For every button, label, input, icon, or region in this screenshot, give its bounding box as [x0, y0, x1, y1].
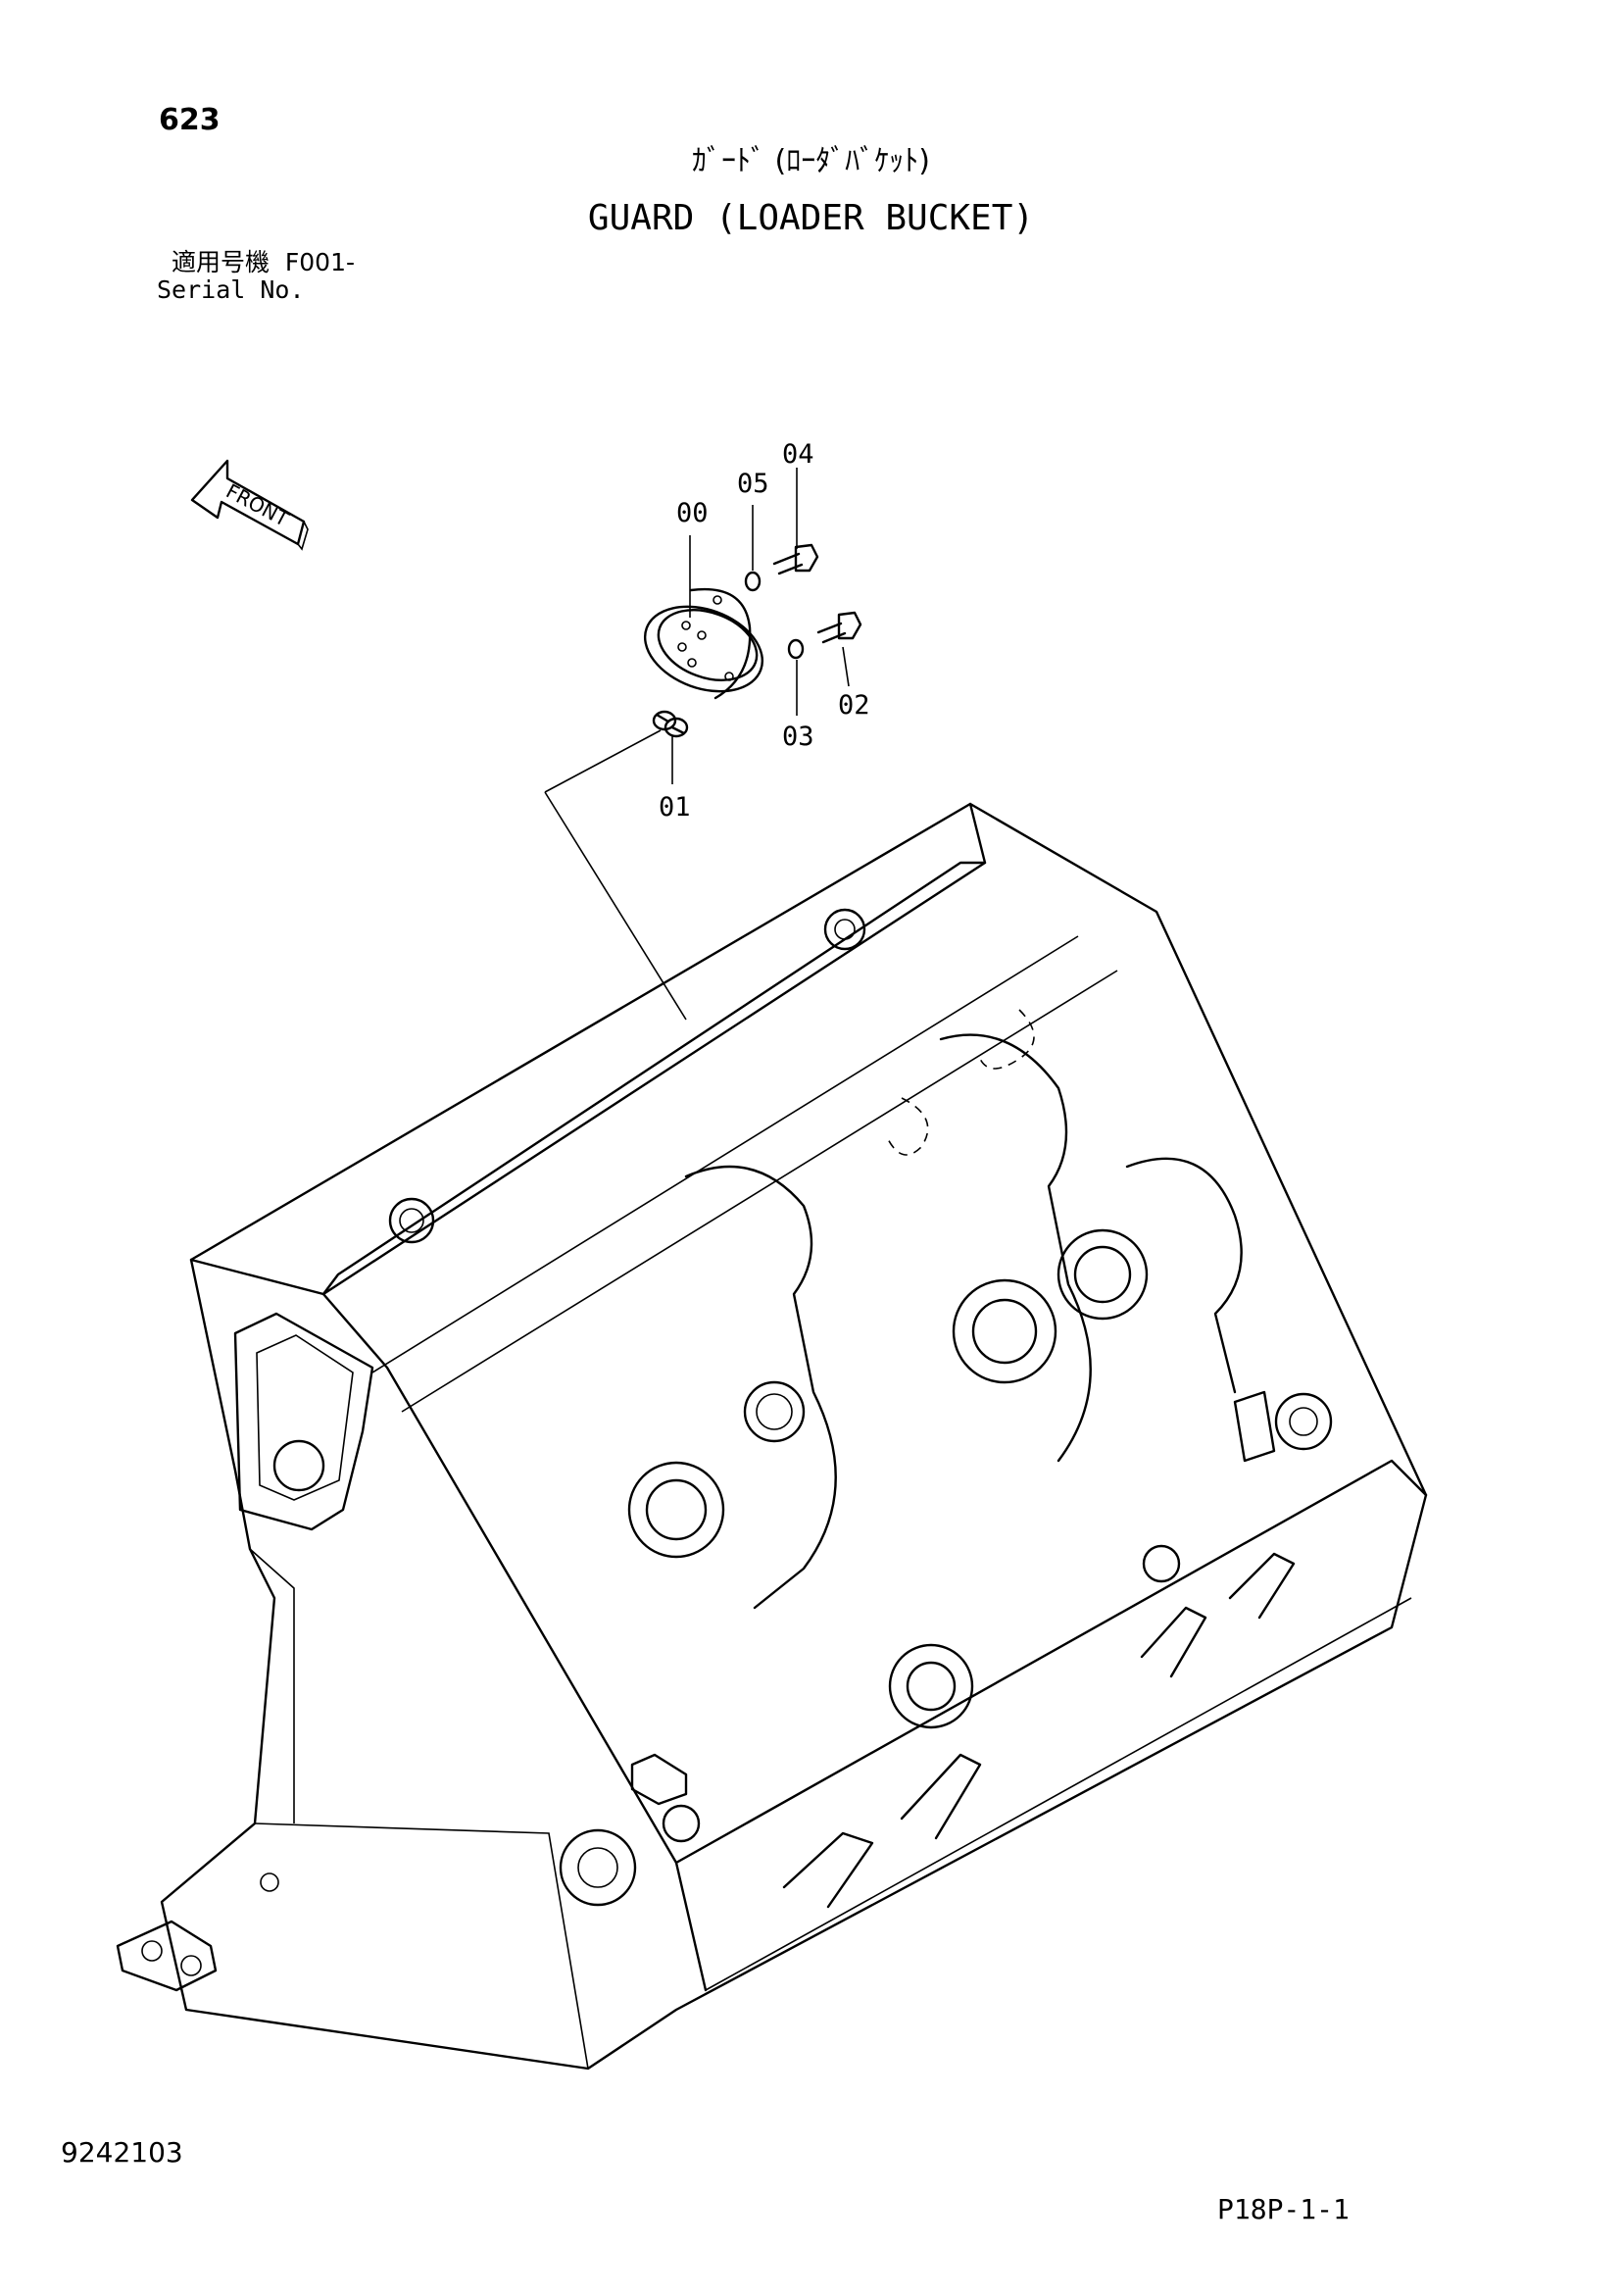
front-arrow-icon: FRONT	[190, 459, 309, 551]
guard-plate	[643, 587, 764, 700]
callout-00: 00	[676, 498, 709, 528]
document-number: 9242103	[61, 2136, 183, 2169]
washer-05	[744, 571, 762, 592]
callout-03: 03	[782, 722, 814, 752]
page-title: GUARD (LOADER BUCKET)	[587, 198, 1035, 238]
serial-label-japanese: 適用号機 F001-	[172, 248, 356, 276]
leader-lines	[544, 468, 850, 1021]
title-japanese: ｶﾞｰﾄﾞ (ﾛｰﾀﾞﾊﾞｹｯﾄ)	[692, 144, 930, 178]
callout-04: 04	[782, 439, 814, 470]
callout-01: 01	[659, 792, 691, 823]
bolt-02	[816, 611, 862, 644]
page-number: 623	[159, 103, 221, 137]
callout-05: 05	[737, 469, 769, 499]
serial-label: Serial No.	[157, 275, 305, 304]
spacer-part	[652, 710, 689, 738]
front-label: FRONT	[222, 479, 293, 532]
page-code: P18P-1-1	[1217, 2193, 1350, 2225]
callout-02: 02	[838, 690, 870, 721]
loader-bucket	[116, 802, 1428, 2071]
washer-03	[787, 638, 805, 660]
bolt-04	[772, 543, 819, 575]
